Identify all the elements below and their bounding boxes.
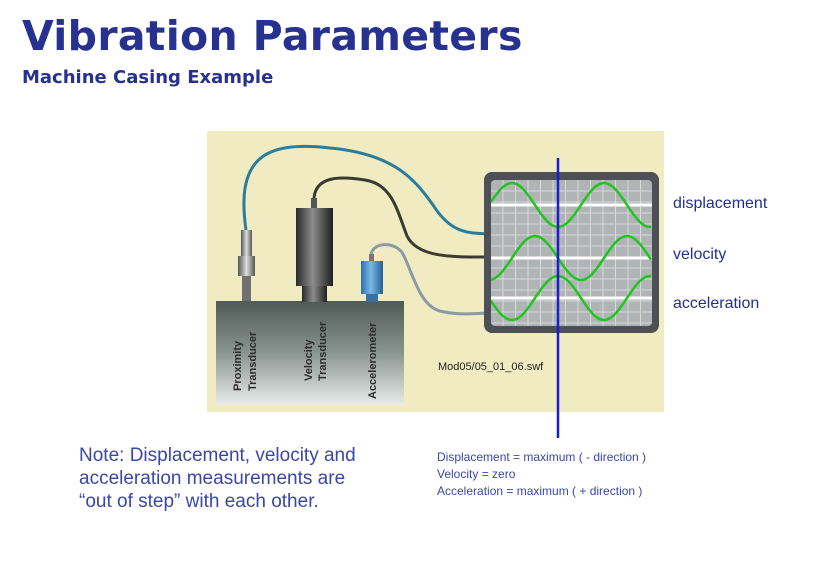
note-line-3: “out of step” with each other.: [79, 491, 319, 512]
acceleration-label: acceleration: [673, 295, 760, 312]
velocity-wave: [491, 234, 652, 282]
scope-waves: [491, 181, 652, 322]
accelerometer-label: Accelerometer: [367, 322, 379, 399]
velocity-cable: [312, 176, 493, 259]
velocity-transducer: [296, 198, 333, 302]
proximity-cable: [242, 144, 493, 236]
page-title: Vibration Parameters: [22, 12, 523, 60]
proximity-transducer: [238, 230, 255, 301]
proximity-label-line1: Proximity: [232, 340, 244, 391]
note-text: Note: Displacement, velocity and acceler…: [79, 444, 409, 513]
accelerometer: [361, 254, 383, 302]
displacement-wave: [491, 181, 651, 229]
note-line-1: Note: Displacement, velocity and: [79, 445, 356, 466]
cursor-readout: Displacement = maximum ( - direction ) V…: [437, 449, 646, 500]
page-subtitle: Machine Casing Example: [22, 67, 274, 88]
proximity-label-line2: Transducer: [247, 331, 259, 391]
displacement-readout: Displacement = maximum ( - direction ): [437, 450, 647, 464]
velocity-label-line2: Transducer: [317, 321, 329, 381]
displacement-label: displacement: [673, 195, 768, 212]
note-line-2: acceleration measurements are: [79, 468, 346, 489]
velocity-label: velocity: [673, 246, 727, 263]
acceleration-wave: [491, 274, 651, 322]
velocity-label-line1: Velocity: [303, 339, 315, 381]
file-caption: Mod05/05_01_06.swf: [438, 361, 544, 373]
scope-baselines: [491, 203, 652, 300]
velocity-readout: Velocity = zero: [437, 467, 516, 481]
machine-casing: [216, 301, 404, 405]
acceleration-readout: Acceleration = maximum ( + direction ): [437, 484, 643, 498]
accelerometer-cable: [369, 243, 493, 316]
